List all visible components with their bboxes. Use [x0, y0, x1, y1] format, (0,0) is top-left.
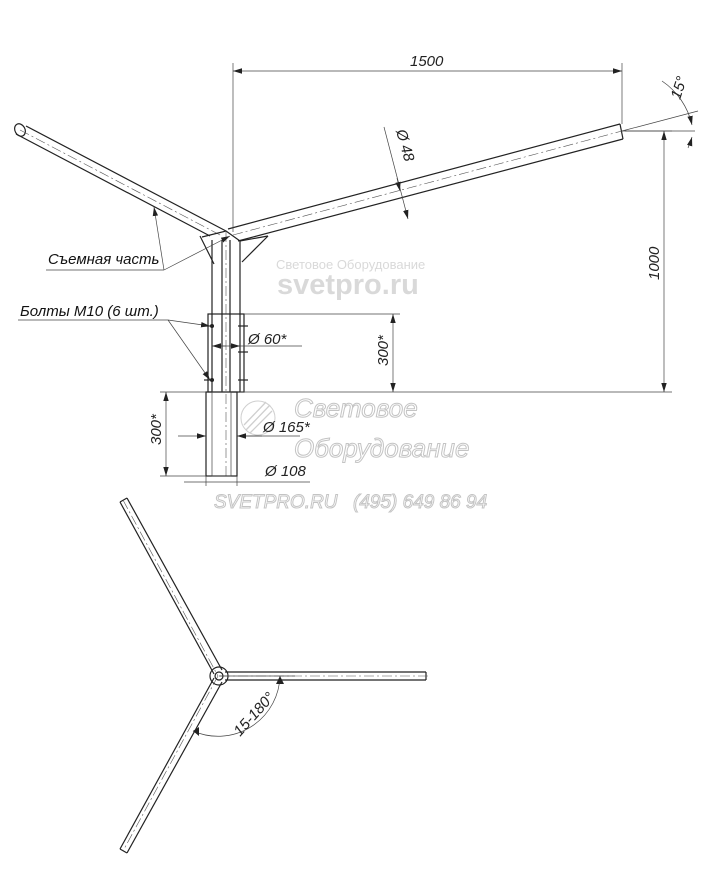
dim-pipe-diameter: Ø 108: [264, 463, 307, 480]
watermark-stamp: Световое Оборудование SVETPRO.RU (495) 6…: [214, 393, 488, 514]
side-view: [14, 123, 624, 477]
label-bolts: Болты М10 (6 шт.): [20, 303, 159, 320]
watermark-stamp-line1: Световое: [294, 393, 418, 423]
dim-base-diameter: Ø 165*: [262, 419, 311, 436]
watermark-logo-icon: [240, 400, 276, 436]
plan-view: 15-180°: [119, 497, 428, 854]
watermark-stamp-line2: Оборудование: [294, 433, 469, 463]
dim-plan-angle: 15-180°: [230, 689, 278, 740]
pole-upper: [211, 232, 241, 476]
watermark-site-text: svetpro.ru: [277, 269, 419, 301]
dim-arm-length: 1500: [410, 53, 444, 70]
label-removable-part: Съемная часть: [48, 251, 159, 268]
right-arm: [227, 123, 624, 242]
dim-base-length: 300*: [148, 413, 165, 445]
watermark: Световое Оборудование svetpro.ru Светово…: [214, 257, 488, 514]
dim-arm-diameter: Ø 48: [392, 126, 418, 164]
dimensions: 1500 15° Ø 48 1000 300* Ø 60* 300*: [148, 53, 699, 486]
annotations: Съемная часть Болты М10 (6 шт.): [18, 206, 231, 381]
left-arm: [14, 123, 227, 237]
right-gusset: [241, 235, 269, 263]
dim-insert-length: 300*: [375, 334, 392, 366]
base-pipe: [205, 391, 238, 477]
watermark-stamp-phone: (495) 649 86 94: [353, 492, 487, 513]
watermark-stamp-site: SVETPRO.RU: [214, 492, 338, 513]
dim-insert-diameter: Ø 60*: [247, 331, 288, 348]
watermark-small-text: Световое Оборудование: [276, 257, 425, 272]
dim-height: 1000: [646, 246, 663, 280]
dim-arm-angle: 15°: [668, 74, 691, 101]
